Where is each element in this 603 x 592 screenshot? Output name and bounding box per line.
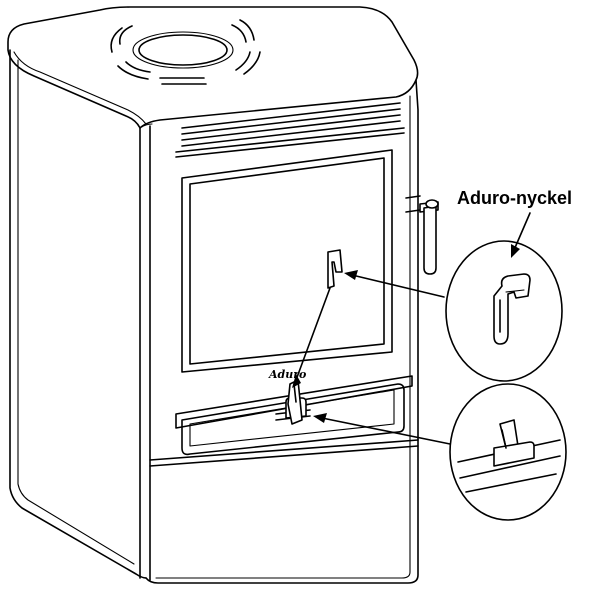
svg-text:Aduro: Aduro <box>268 368 306 381</box>
callout-label: Aduro-nyckel <box>457 188 572 208</box>
door-frame <box>181 149 393 373</box>
callout: Aduro-nyckel <box>457 188 572 258</box>
top-vent-rings <box>110 19 261 85</box>
door-handle <box>405 195 439 275</box>
key-detail-magnifier-icon <box>445 240 563 382</box>
stove-top-surface <box>7 6 419 129</box>
stove-left-side <box>9 49 147 579</box>
ash-drawer <box>175 375 413 429</box>
door-glass <box>189 157 385 365</box>
detail-arrows <box>313 270 451 445</box>
stove-drawing-icon: Aduro <box>7 6 439 584</box>
stove-top-rim <box>13 51 147 125</box>
key-in-slot-detail-magnifier-icon <box>449 383 567 521</box>
key-in-drawer <box>287 379 303 425</box>
stove-right-edge <box>145 79 419 584</box>
brand-logo: Aduro <box>268 368 306 381</box>
key-on-glass <box>327 249 343 289</box>
